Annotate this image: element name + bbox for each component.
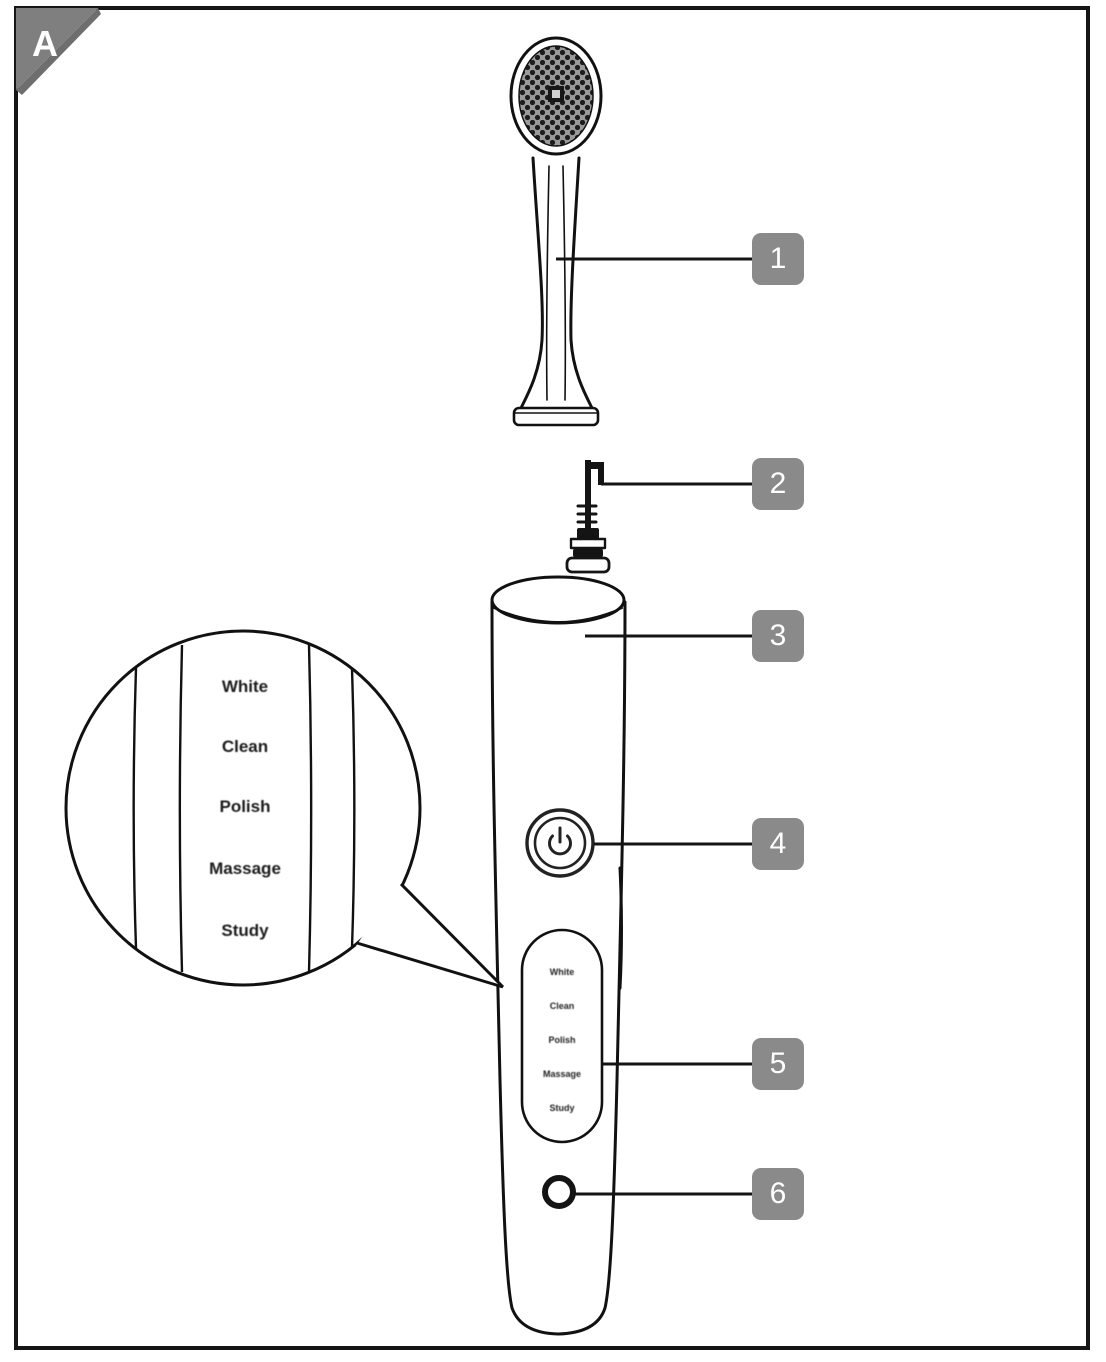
panel-mode-label: Clean	[550, 1001, 575, 1011]
callout-number: 6	[769, 1177, 787, 1210]
callout-badge-6: 6	[752, 1168, 804, 1220]
callout-number: 4	[769, 827, 787, 860]
mode-button-illustration	[542, 1175, 576, 1209]
panel-mode-label: Polish	[548, 1035, 575, 1045]
power-icon	[548, 826, 572, 856]
callout-number: 1	[769, 242, 787, 275]
callout-badge-2: 2	[752, 458, 804, 510]
magnifier-mode-label: Polish	[219, 797, 270, 816]
figure-corner-tab: A	[16, 8, 101, 95]
callout-badge-1: 1	[752, 233, 804, 285]
panel-mode-label: Massage	[543, 1069, 581, 1079]
magnifier-detail: White Clean Polish Massage Study	[64, 629, 505, 989]
callout-number: 5	[769, 1047, 787, 1080]
power-button-illustration	[525, 808, 595, 878]
toothbrush-illustration: White Clean Polish Massage Study	[490, 36, 627, 1336]
callout-badge-5: 5	[752, 1038, 804, 1090]
magnifier-pointer	[356, 882, 505, 989]
magnifier-mode-label: White	[222, 677, 268, 696]
magnifier-mode-label: Study	[221, 921, 269, 940]
panel-mode-label: White	[550, 967, 575, 977]
brush-head-illustration	[509, 36, 603, 427]
callout-number: 2	[769, 467, 787, 500]
callout-badge-3: 3	[752, 610, 804, 662]
magnifier-mode-label: Clean	[222, 737, 268, 756]
magnifier-mode-label: Massage	[209, 859, 281, 878]
callout-number: 3	[769, 619, 787, 652]
panel-mode-label: Study	[549, 1103, 574, 1113]
drive-shaft-illustration	[565, 460, 611, 574]
mode-panel-illustration: White Clean Polish Massage Study	[520, 928, 604, 1144]
figure-label: A	[32, 23, 58, 64]
callout-badge-4: 4	[752, 818, 804, 870]
leader-lines	[556, 257, 752, 1196]
